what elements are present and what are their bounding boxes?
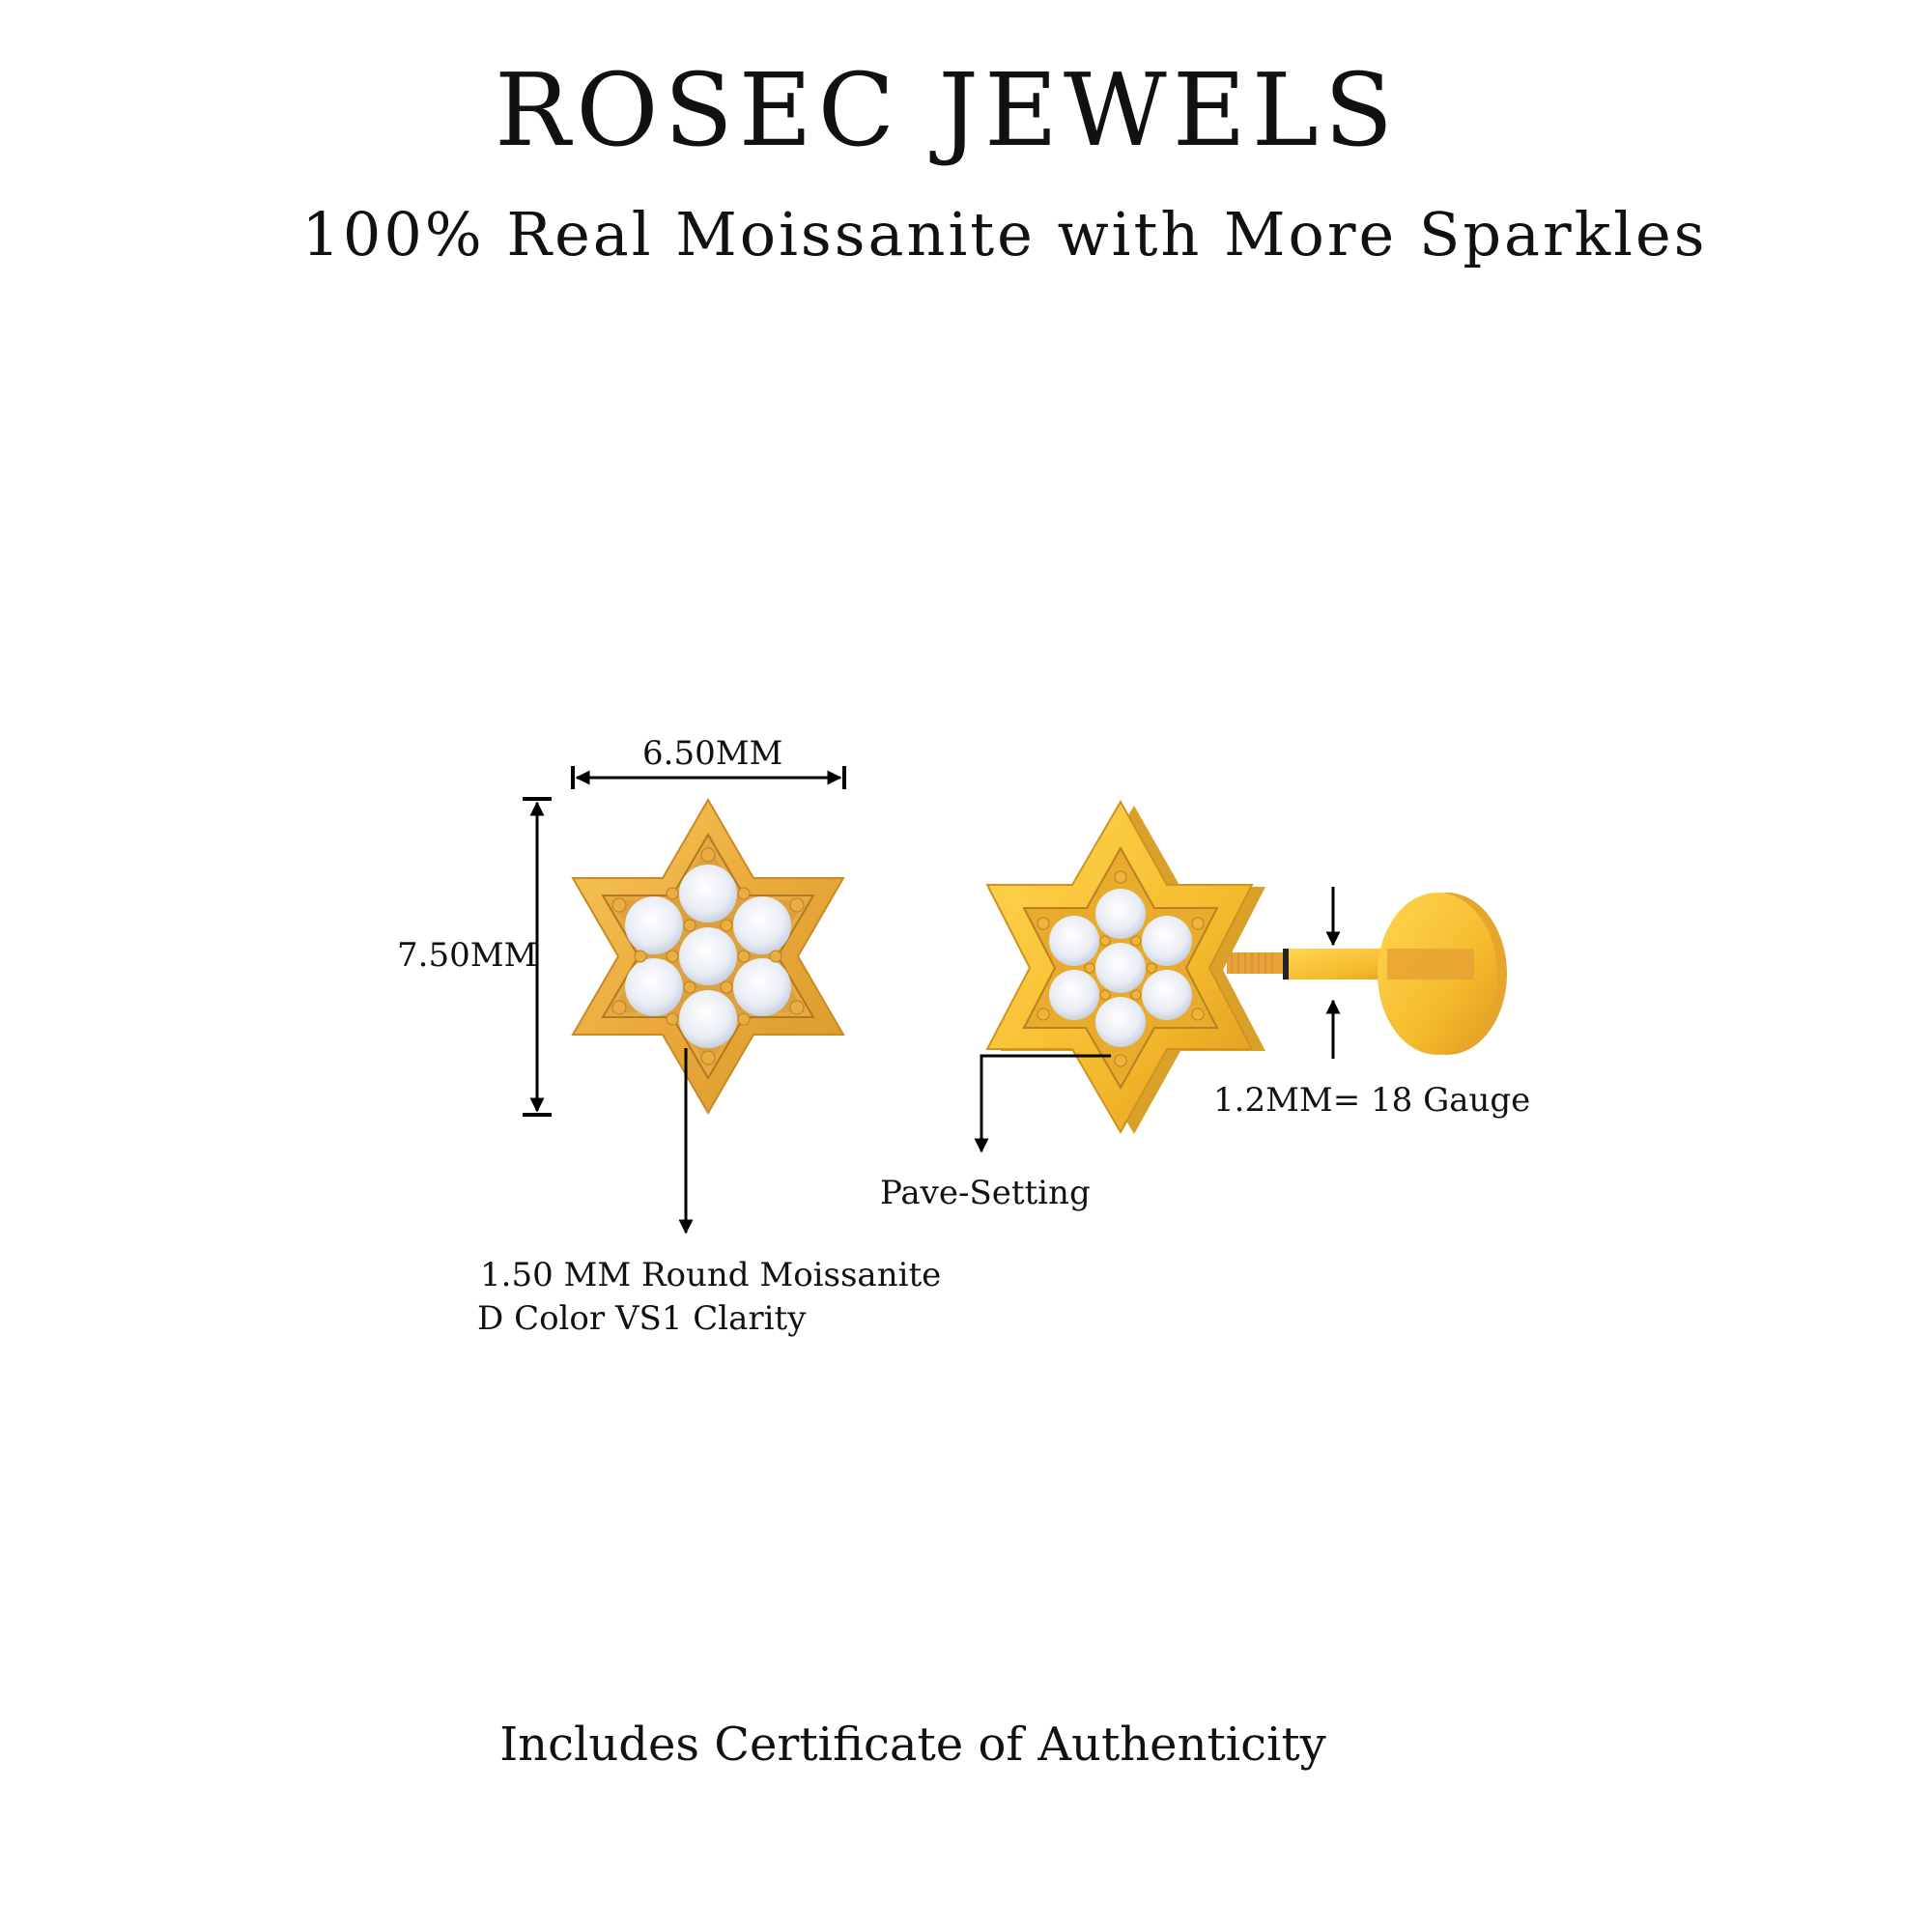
stone-label-line2: D Color VS1 Clarity [477,1299,807,1338]
brand-title: ROSEC JEWELS [494,51,1400,169]
certificate-note: Includes Certificate of Authenticity [499,1718,1326,1772]
setting-label: Pave-Setting [880,1174,1091,1212]
star-earring-side [985,799,1507,1135]
moissanite-stones [625,865,791,1048]
gauge-label: 1.2MM= 18 Gauge [1213,1081,1531,1120]
star-earring-front [571,798,845,1115]
height-label: 7.50MM [397,936,538,975]
stone-label-line1: 1.50 MM Round Moissanite [480,1256,942,1294]
height-dimension [523,797,552,1117]
width-dimension [571,766,846,789]
pave-leader [974,1054,1111,1153]
width-label: 6.50MM [642,734,783,773]
tagline: 100% Real Moissanite with More Sparkles [301,199,1708,270]
